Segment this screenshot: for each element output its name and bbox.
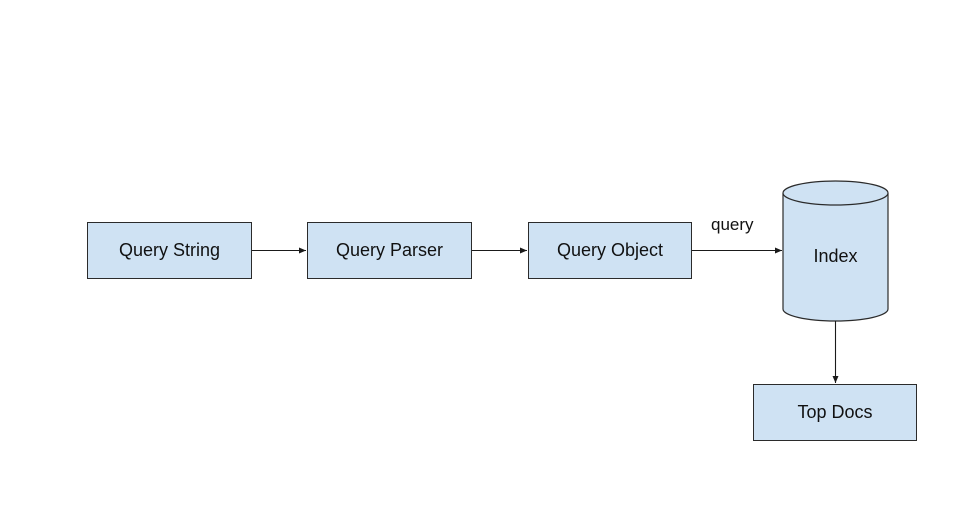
query-parser-label: Query Parser <box>335 240 444 260</box>
index-cylinder <box>782 180 889 322</box>
query-string-label: Query String <box>118 240 221 260</box>
query-object-label: Query Object <box>556 240 664 260</box>
top-docs-label: Top Docs <box>797 402 873 422</box>
query-parser-node: Query Parser <box>307 222 472 279</box>
top-docs-node: Top Docs <box>753 384 917 441</box>
index-cylinder-top <box>782 180 889 206</box>
query-edge-label: query <box>711 215 754 234</box>
query-string-node: Query String <box>87 222 252 279</box>
index-label: Index <box>813 246 858 266</box>
query-object-node: Query Object <box>528 222 692 279</box>
